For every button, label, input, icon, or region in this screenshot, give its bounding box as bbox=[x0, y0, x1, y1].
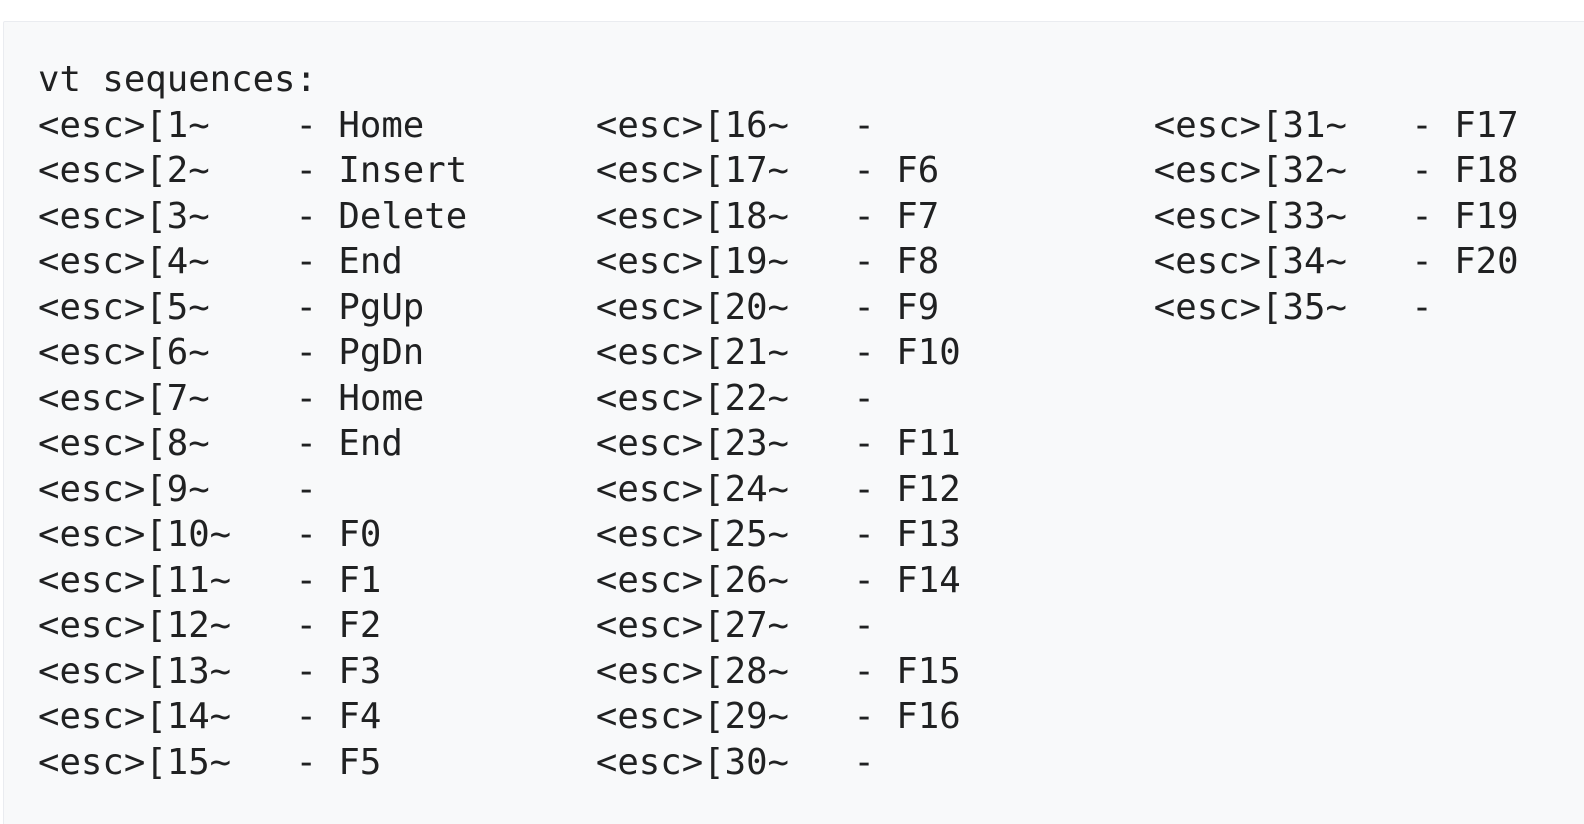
code-block: vt sequences: <esc>[1~ - Home <esc>[16~ … bbox=[3, 21, 1584, 824]
vt-sequences-text: vt sequences: <esc>[1~ - Home <esc>[16~ … bbox=[38, 59, 1519, 783]
